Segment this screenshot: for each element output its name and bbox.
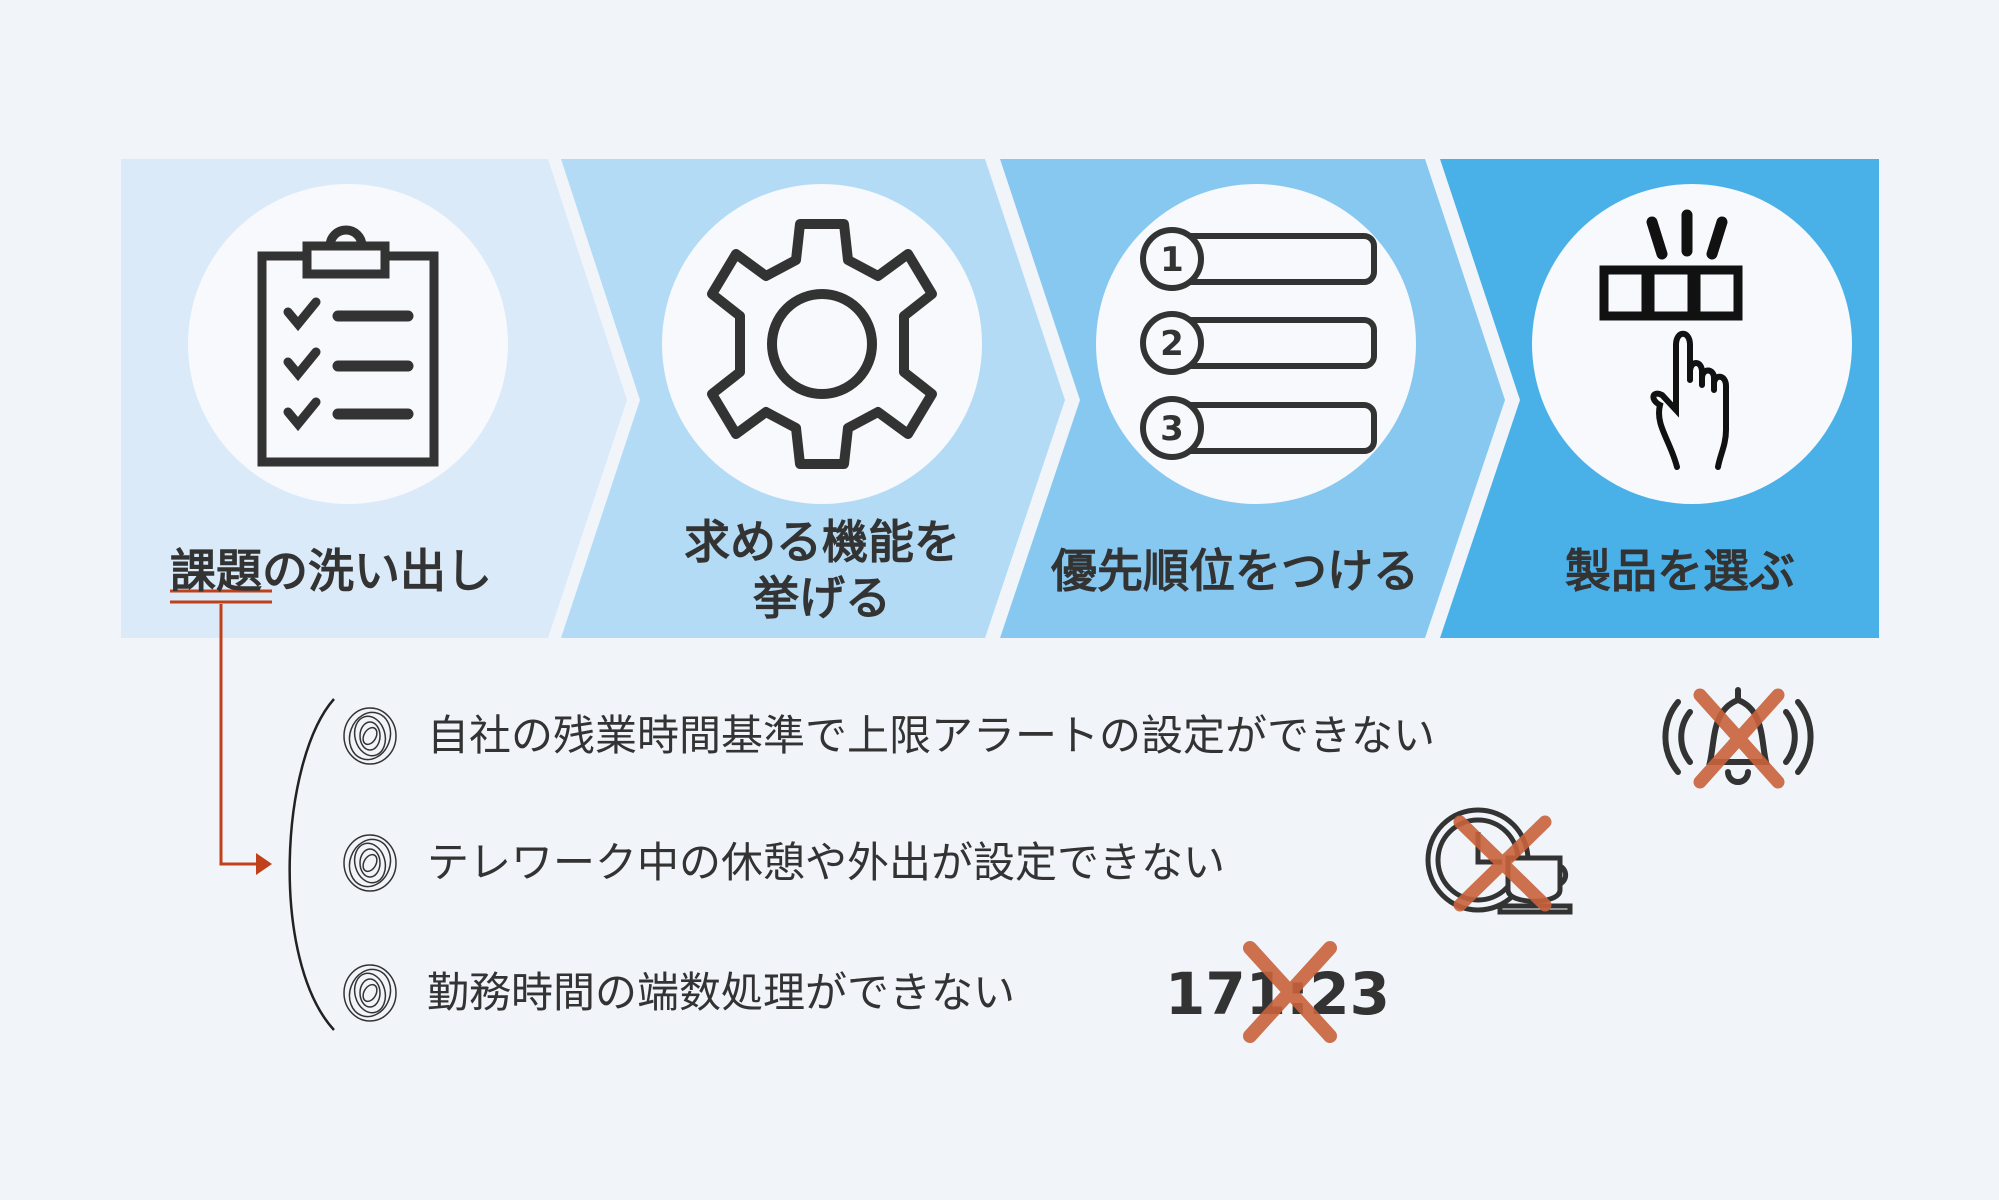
icon-circle-1: [188, 184, 508, 504]
step-label-2-line1: 求める機能を: [684, 515, 960, 569]
bell-crossed-icon: [1662, 687, 1814, 789]
gear-icon: [707, 219, 937, 469]
scribble-bullet-icon: [343, 834, 397, 892]
icon-circle-2: [662, 184, 982, 504]
issue-item-2: テレワーク中の休憩や外出が設定できない: [427, 838, 1226, 887]
time-display: 171:23: [1165, 960, 1390, 1028]
clipboard-checklist-icon: [257, 225, 439, 467]
step-label-3: 優先順位をつける: [1051, 544, 1419, 598]
arrow-head-icon: [256, 853, 272, 875]
highlight-connector: [170, 589, 272, 866]
clock-cup-crossed-icon: [1425, 807, 1573, 915]
issue-item-3: 勤務時間の端数処理ができない: [427, 968, 1016, 1017]
step-label-1: 課題の洗い出し: [170, 544, 492, 598]
scribble-bullet-icon: [343, 964, 397, 1022]
scribble-bullet-icon: [343, 707, 397, 765]
step-label-2-line2: 挙げる: [753, 571, 891, 625]
bracket: [288, 698, 335, 1031]
list-number-1: 1: [1160, 240, 1184, 280]
hand-select-icon: [1599, 209, 1743, 470]
list-number-2: 2: [1160, 324, 1184, 364]
list-number-3: 3: [1160, 409, 1184, 449]
step-label-4: 製品を選ぶ: [1565, 544, 1795, 598]
numbered-list-icon: [1140, 227, 1377, 460]
issue-item-1: 自社の残業時間基準で上限アラートの設定ができない: [427, 711, 1436, 760]
